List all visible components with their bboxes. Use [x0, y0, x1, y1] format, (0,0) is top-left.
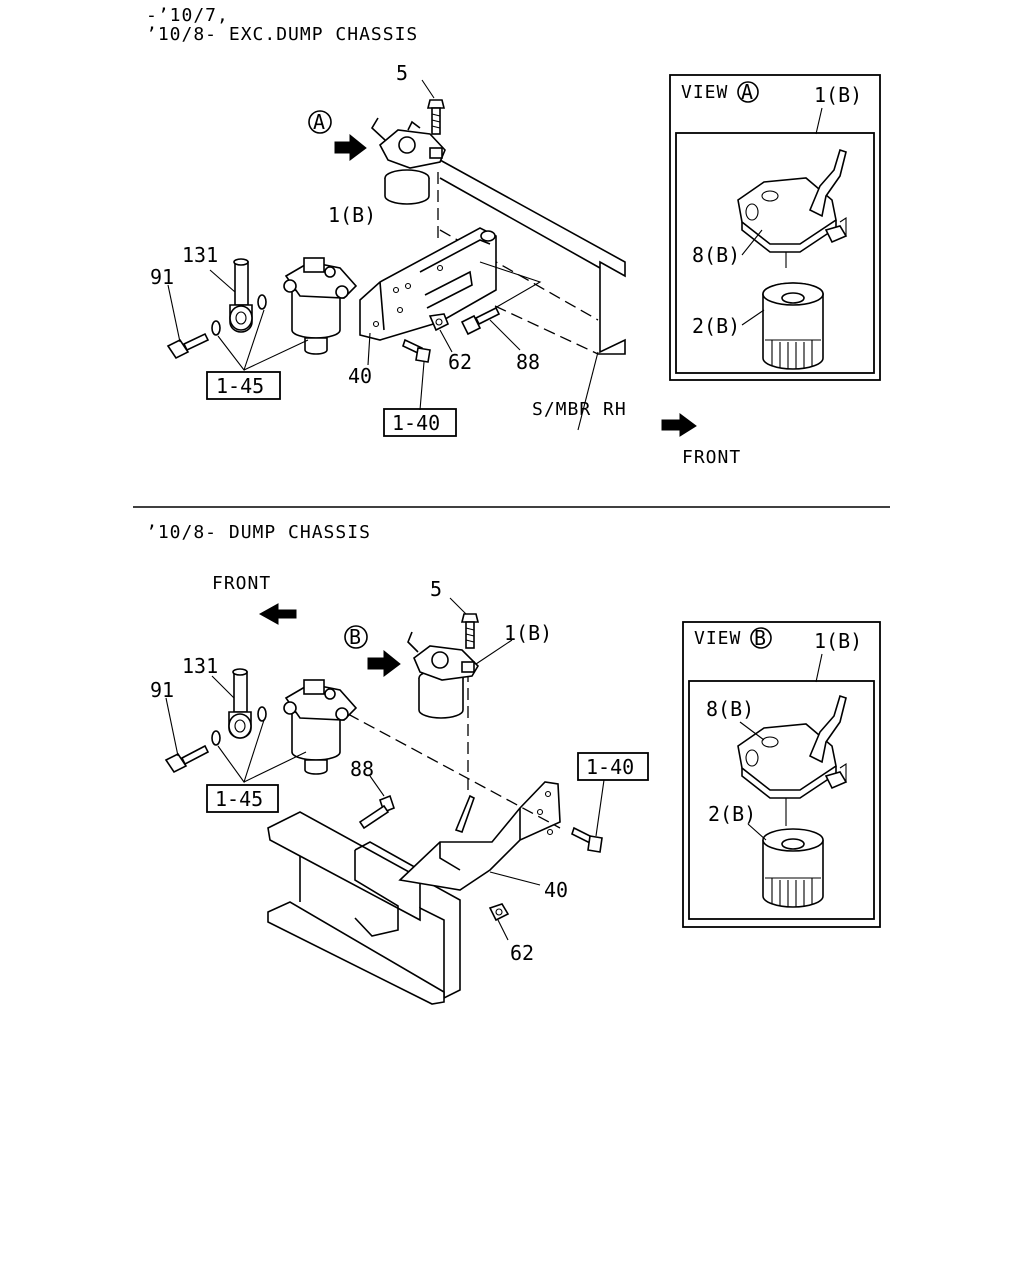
banjo-bolt-131-bottom [211, 668, 267, 746]
bolt-88-bottom [358, 775, 395, 830]
front-arrow-top [661, 413, 697, 437]
ref-1-45-bottom: 1-45 [215, 787, 263, 811]
bolt-5-bottom [449, 597, 480, 649]
label-smbr-rh: S/MBR RH [532, 399, 627, 420]
bottom-section: ’10/8- DUMP CHASSIS FRONT [146, 522, 881, 1005]
label-131-top: 131 [182, 243, 218, 267]
top-header-line1: -’10/7, [146, 5, 229, 26]
fuel-filter-1b [370, 117, 446, 205]
ref-1-40-top: 1-40 [392, 411, 440, 435]
ref-box-1-45-top [206, 371, 281, 400]
view-a-label-2b: 2(B) [692, 314, 740, 338]
ref-box-1-40-bottom [577, 752, 649, 781]
view-a-label-1b: 1(B) [814, 83, 862, 107]
bolt-1-40-bottom [571, 779, 605, 853]
bottom-header: ’10/8- DUMP CHASSIS [146, 522, 371, 543]
label-5-top: 5 [396, 61, 408, 85]
ref-1-45-top: 1-45 [216, 374, 264, 398]
view-a-marker: A [313, 110, 325, 134]
bracket-40-bottom [347, 670, 561, 891]
label-40-top: 40 [348, 364, 372, 388]
water-separator [283, 257, 358, 355]
top-section: -’10/7, ’10/8- EXC.DUMP CHASSIS [146, 5, 881, 468]
ref-1-40-bottom: 1-40 [586, 755, 634, 779]
bolt-91 [166, 284, 210, 360]
ref-box-1-40-top [383, 408, 457, 437]
label-5-bottom: 5 [430, 577, 442, 601]
view-b-label-1b: 1(B) [814, 629, 862, 653]
nut-62 [428, 313, 453, 353]
view-b-label-8b: 8(B) [706, 697, 754, 721]
bolt-88 [460, 306, 521, 351]
leader-1-45-top [217, 309, 309, 372]
label-91-top: 91 [150, 265, 174, 289]
front-arrow-bottom [258, 603, 297, 625]
view-a-inset: VIEW A 1(B) 8(B) 2(B) [669, 74, 881, 381]
label-40-bottom: 40 [544, 878, 568, 902]
label-1b-bottom: 1(B) [504, 621, 552, 645]
bracket-40 [359, 227, 542, 366]
view-b-title-marker: B [754, 626, 766, 650]
view-b-label-2b: 2(B) [708, 802, 756, 826]
bolt-91-bottom [164, 697, 210, 774]
label-front-top: FRONT [682, 447, 741, 468]
label-88-top: 88 [516, 350, 540, 374]
view-a-title-marker: A [741, 80, 753, 104]
view-b-title: VIEW [694, 628, 741, 649]
view-b-arrow: B [344, 625, 401, 677]
label-1b-top: 1(B) [328, 203, 376, 227]
banjo-bolt-131 [209, 258, 267, 336]
fuel-filter-1b-bottom [407, 631, 513, 719]
label-62-bottom: 62 [510, 941, 534, 965]
view-b-inset: VIEW B 1(B) 8(B) 2(B) [682, 621, 881, 928]
ref-box-1-45-bottom [206, 784, 279, 813]
water-separator-bottom [283, 679, 358, 775]
label-front-bottom: FRONT [212, 573, 271, 594]
bolt-5 [421, 79, 446, 135]
leader-1-45-bottom [217, 719, 307, 784]
label-62-top: 62 [448, 350, 472, 374]
label-88-bottom: 88 [350, 757, 374, 781]
frame-channel [267, 811, 461, 1005]
label-131-bottom: 131 [182, 654, 218, 678]
bolt-1-40-top [402, 338, 431, 411]
view-a-title: VIEW [681, 82, 728, 103]
view-a-arrow: A [308, 110, 367, 161]
nut-62-bottom [488, 903, 510, 941]
top-header-line2: ’10/8- EXC.DUMP CHASSIS [146, 24, 418, 45]
view-b-marker: B [349, 625, 361, 649]
label-91-bottom: 91 [150, 678, 174, 702]
view-a-label-8b: 8(B) [692, 243, 740, 267]
